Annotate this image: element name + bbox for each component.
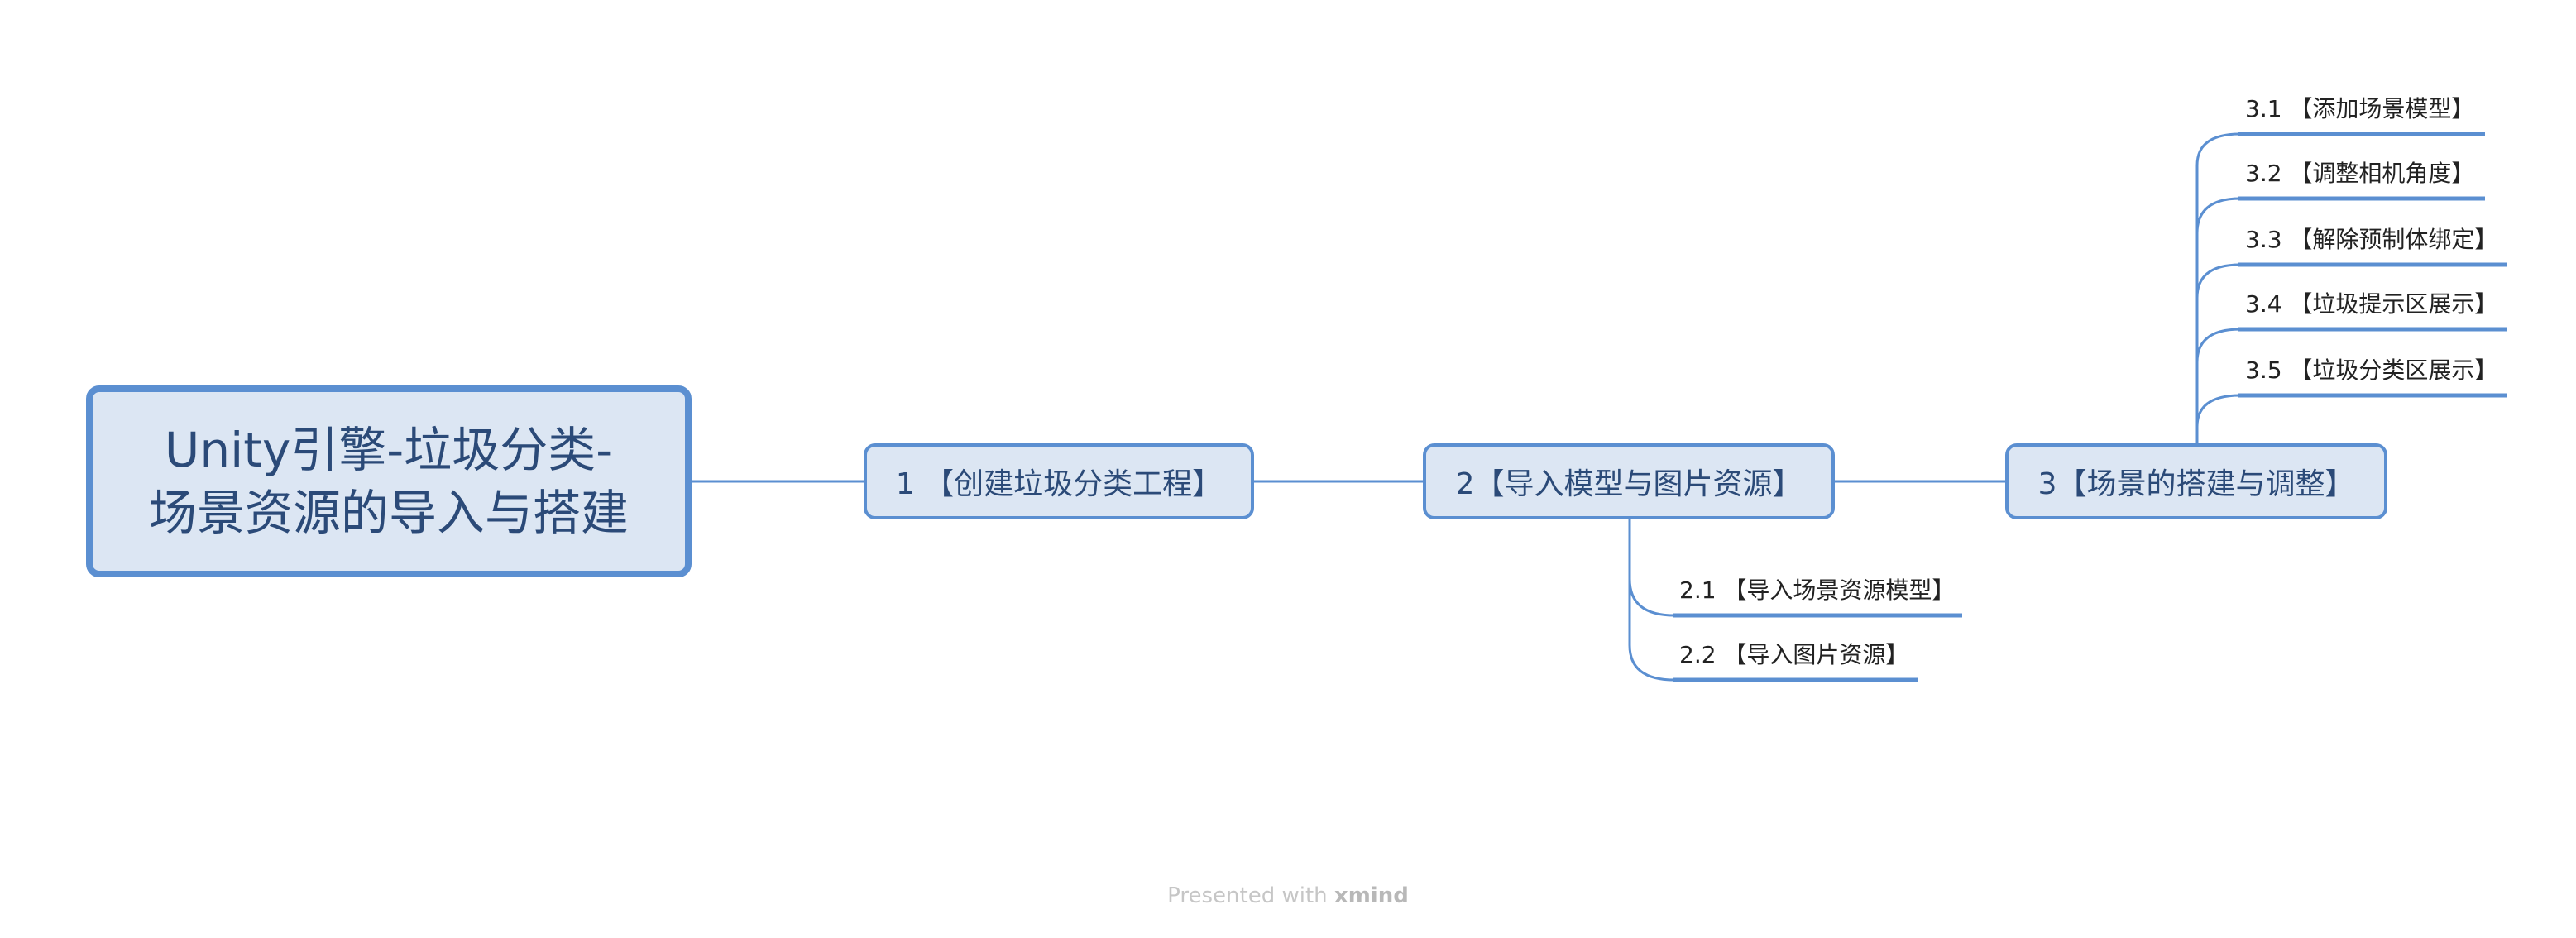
subtopic-label: 3.5 【垃圾分类区展示】 xyxy=(2245,357,2498,384)
link-topic3-sub31 xyxy=(2195,132,2241,443)
subtopic-3-3[interactable]: 3.3 【解除预制体绑定】 xyxy=(2238,223,2497,256)
subtopic-label: 3.3 【解除预制体绑定】 xyxy=(2245,226,2498,253)
subtopic-label: 3.1 【添加场景模型】 xyxy=(2245,95,2475,122)
subtopic-2-1[interactable]: 2.1 【导入场景资源模型】 xyxy=(1673,574,1955,607)
link-topic2-sub22 xyxy=(1628,579,1675,682)
presented-with-watermark: Presented with xmind xyxy=(0,883,2576,908)
topic-scene-build[interactable]: 3【场景的搭建与调整】 xyxy=(2005,443,2387,519)
subtopic-3-5[interactable]: 3.5 【垃圾分类区展示】 xyxy=(2238,354,2497,387)
root-topic[interactable]: Unity引擎-垃圾分类- 场景资源的导入与搭建 xyxy=(86,385,692,577)
root-topic-line2: 场景资源的导入与搭建 xyxy=(148,485,629,541)
subtopic-label: 2.1 【导入场景资源模型】 xyxy=(1679,577,1956,604)
link-topic2-sub21 xyxy=(1628,519,1675,617)
footer-prefix: Presented with xyxy=(1167,883,1334,908)
xmind-brand: xmind xyxy=(1333,883,1409,908)
link-topic3-sub33 xyxy=(2195,263,2241,314)
topic-label: 2【导入模型与图片资源】 xyxy=(1455,467,1803,501)
topic-import-resources[interactable]: 2【导入模型与图片资源】 xyxy=(1423,443,1835,519)
topic-label: 1 【创建垃圾分类工程】 xyxy=(895,467,1223,501)
root-topic-line1: Unity引擎-垃圾分类- xyxy=(164,422,614,478)
subtopic-2-2[interactable]: 2.2 【导入图片资源】 xyxy=(1673,639,1908,672)
topic-label: 3【场景的搭建与调整】 xyxy=(2037,467,2355,501)
subtopic-3-1[interactable]: 3.1 【添加场景模型】 xyxy=(2238,93,2474,126)
link-topic3-sub32 xyxy=(2195,197,2241,248)
subtopic-3-2[interactable]: 3.2 【调整相机角度】 xyxy=(2238,157,2474,190)
subtopic-label: 3.4 【垃圾提示区展示】 xyxy=(2245,290,2498,318)
link-topic3-sub35 xyxy=(2195,394,2241,443)
subtopic-label: 3.2 【调整相机角度】 xyxy=(2245,160,2475,187)
subtopic-3-4[interactable]: 3.4 【垃圾提示区展示】 xyxy=(2238,288,2497,321)
topic-create-project[interactable]: 1 【创建垃圾分类工程】 xyxy=(864,443,1254,519)
link-topic3-sub34 xyxy=(2195,328,2241,380)
subtopic-label: 2.2 【导入图片资源】 xyxy=(1679,641,1909,668)
